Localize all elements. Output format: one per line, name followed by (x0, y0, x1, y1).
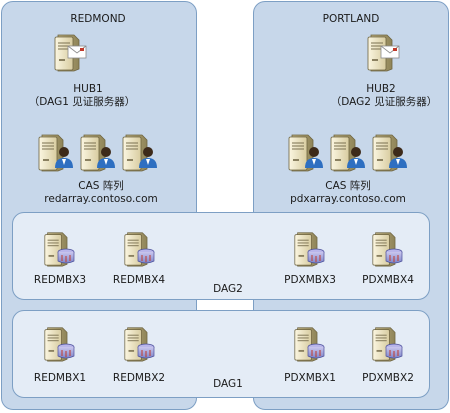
client-access-server-icon (328, 132, 366, 172)
cas-label-redmond: CAS 阵列 (78, 180, 124, 192)
hub2-name: HUB2 (366, 83, 396, 95)
dag1-member-label: PDXMBX1 (284, 372, 336, 384)
mailbox-server-icon (42, 230, 76, 268)
hub1-name: HUB1 (73, 83, 103, 95)
cas-fqdn-redmond: redarray.contoso.com (44, 193, 158, 205)
mailbox-server-icon (292, 325, 326, 363)
mailbox-server-icon (122, 325, 156, 363)
mailbox-server-icon (42, 325, 76, 363)
dag2-member-label: REDMBX4 (112, 274, 166, 286)
dag2-group (12, 212, 430, 300)
cas-fqdn-portland: pdxarray.contoso.com (290, 193, 406, 205)
client-access-server-icon (370, 132, 408, 172)
dag1-group (12, 310, 430, 398)
dag1-member-label: REDMBX2 (112, 372, 166, 384)
dag1-name: DAG1 (213, 378, 243, 390)
client-access-server-icon (286, 132, 324, 172)
mailbox-server-icon (370, 230, 404, 268)
dag2-member-label: REDMBX3 (33, 274, 87, 286)
dag2-name: DAG2 (213, 283, 243, 295)
dag2-member-label: PDXMBX3 (284, 274, 336, 286)
client-access-server-icon (36, 132, 74, 172)
cas-label-portland: CAS 阵列 (325, 180, 371, 192)
hub-transport-server-icon (52, 32, 88, 72)
mailbox-server-icon (122, 230, 156, 268)
client-access-server-icon (78, 132, 116, 172)
site-name-redmond: REDMOND (70, 13, 126, 25)
hub2-note: （DAG2 见证服务器） (330, 96, 438, 108)
hub-transport-server-icon (365, 32, 401, 72)
mailbox-server-icon (370, 325, 404, 363)
dag2-member-label: PDXMBX4 (362, 274, 414, 286)
site-name-portland: PORTLAND (322, 13, 380, 25)
hub1-note: （DAG1 见证服务器） (28, 96, 136, 108)
mailbox-server-icon (292, 230, 326, 268)
dag1-member-label: REDMBX1 (33, 372, 87, 384)
dag1-member-label: PDXMBX2 (362, 372, 414, 384)
client-access-server-icon (120, 132, 158, 172)
